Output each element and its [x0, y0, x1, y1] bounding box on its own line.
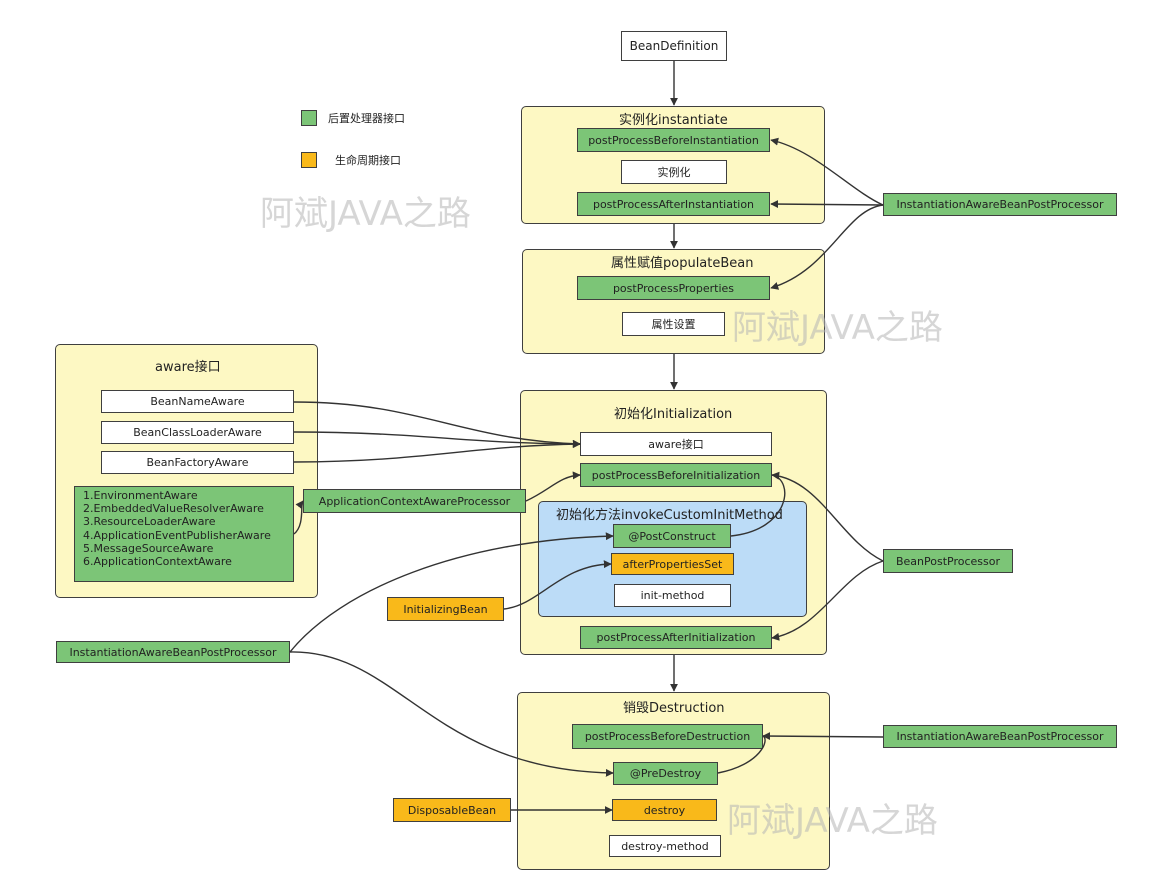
bean-name-aware: BeanNameAware	[101, 390, 294, 413]
instantiate-action: 实例化	[621, 160, 727, 184]
legend-label-post-processor: 后置处理器接口	[328, 112, 405, 125]
populate-title: 属性赋值populateBean	[611, 256, 754, 271]
aware-list-item: 6.ApplicationContextAware	[83, 555, 232, 569]
aware-list-item: 2.EmbeddedValueResolverAware	[83, 502, 264, 516]
post-process-before-initialization: postProcessBeforeInitialization	[580, 463, 772, 487]
bean-factory-aware: BeanFactoryAware	[101, 451, 294, 474]
legend-swatch-post-processor	[301, 110, 317, 126]
disposable-bean: DisposableBean	[393, 798, 511, 822]
destroy-method: destroy-method	[609, 835, 721, 857]
aware-list-item: 5.MessageSourceAware	[83, 541, 214, 555]
post-process-before-instantiation: postProcessBeforeInstantiation	[577, 128, 770, 152]
post-process-properties: postProcessProperties	[577, 276, 770, 300]
instantiation-aware-bpp-left: InstantiationAwareBeanPostProcessor	[56, 641, 290, 663]
post-construct: @PostConstruct	[613, 524, 731, 548]
custom-init-method-title: 初始化方法invokeCustomInitMethod	[556, 508, 783, 523]
after-properties-set: afterPropertiesSet	[611, 553, 734, 575]
init-method: init-method	[614, 584, 731, 607]
initializing-bean: InitializingBean	[387, 597, 504, 621]
populate-action: 属性设置	[622, 312, 725, 336]
aware-list-item: 4.ApplicationEventPublisherAware	[83, 528, 271, 542]
bean-definition-node: BeanDefinition	[621, 31, 727, 61]
post-process-before-destruction: postProcessBeforeDestruction	[572, 724, 763, 749]
watermark: 阿斌JAVA之路	[732, 308, 943, 348]
legend-swatch-lifecycle	[301, 152, 317, 168]
bean-class-loader-aware: BeanClassLoaderAware	[101, 421, 294, 444]
aware-group-title: aware接口	[155, 360, 221, 375]
aware-list-item: 3.ResourceLoaderAware	[83, 515, 216, 529]
aware-list-item: 1.EnvironmentAware	[83, 489, 198, 502]
instantiate-title: 实例化instantiate	[619, 113, 728, 128]
destroy: destroy	[612, 799, 717, 821]
pre-destroy: @PreDestroy	[613, 762, 718, 785]
bean-post-processor: BeanPostProcessor	[883, 549, 1013, 573]
aware-list: 1.EnvironmentAware 2.EmbeddedValueResolv…	[74, 486, 294, 582]
instantiation-aware-bpp-top: InstantiationAwareBeanPostProcessor	[883, 193, 1117, 216]
watermark: 阿斌JAVA之路	[727, 801, 938, 841]
init-aware-interface: aware接口	[580, 432, 772, 456]
watermark: 阿斌JAVA之路	[260, 194, 471, 234]
post-process-after-instantiation: postProcessAfterInstantiation	[577, 192, 770, 216]
post-process-after-initialization: postProcessAfterInitialization	[580, 626, 772, 649]
legend-label-lifecycle: 生命周期接口	[335, 154, 401, 167]
initialization-title: 初始化Initialization	[614, 407, 733, 422]
application-context-aware-processor: ApplicationContextAwareProcessor	[303, 489, 526, 513]
instantiation-aware-bpp-bottom: InstantiationAwareBeanPostProcessor	[883, 725, 1117, 748]
destruction-title: 销毁Destruction	[623, 701, 725, 716]
